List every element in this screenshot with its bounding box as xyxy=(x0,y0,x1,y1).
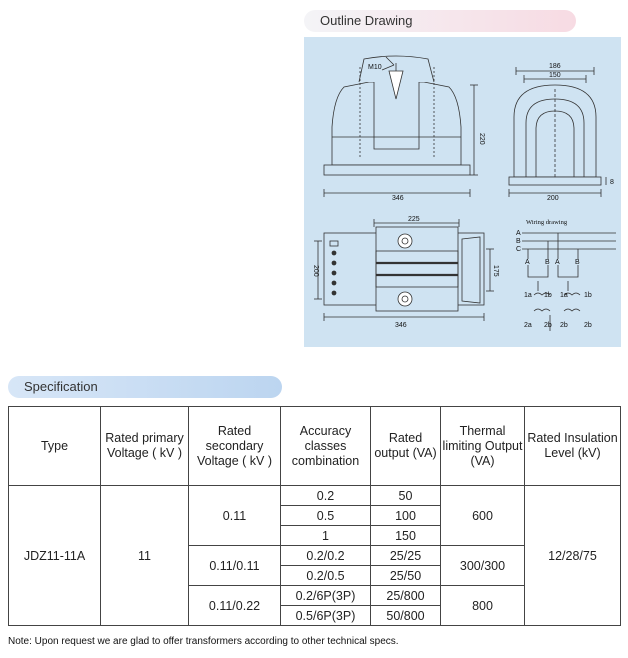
primary-voltage-cell: 11 xyxy=(100,485,189,626)
thermal-cell: 800 xyxy=(440,585,525,626)
table-row: 0.2/0.5 25/50 xyxy=(9,565,621,586)
output-cell: 25/25 xyxy=(370,545,441,566)
top-inner-depth-label: 175 xyxy=(492,265,499,277)
type-cell: JDZ11-11A xyxy=(8,485,101,626)
header-accuracy: Accuracy classes combination xyxy=(280,406,371,486)
output-cell: 150 xyxy=(370,525,441,546)
header-type: Type xyxy=(8,406,101,486)
secondary-voltage-cell: 0.11/0.22 xyxy=(188,585,281,626)
specification-table: Type Rated primary Voltage ( kV ) Rated … xyxy=(8,406,621,626)
output-cell: 25/50 xyxy=(370,565,441,586)
specification-heading: Specification xyxy=(8,376,282,398)
table-header-row: Type Rated primary Voltage ( kV ) Rated … xyxy=(8,406,621,486)
header-thermal: Thermal limiting Output (VA) xyxy=(440,406,525,486)
thermal-cell: 300/300 xyxy=(440,545,525,586)
wiring-secondary2-label: 2a xyxy=(524,322,532,329)
wiring-secondary1-label: 1b xyxy=(544,292,552,299)
output-cell: 50 xyxy=(370,485,441,506)
accuracy-cell: 0.2/0.5 xyxy=(280,565,371,586)
wiring-secondary1-label: 1a xyxy=(560,292,568,299)
accuracy-cell: 0.5 xyxy=(280,505,371,526)
table-row: JDZ11-11A 11 0.11 0.2 50 600 12/28/75 xyxy=(8,485,621,626)
wiring-secondary2-label: 2b xyxy=(560,322,568,329)
table-row: 0.11/0.22 0.2/6P(3P) 25/800 800 xyxy=(9,585,621,626)
wiring-phase-b: B xyxy=(516,238,521,245)
front-view-drawing xyxy=(323,55,478,197)
wiring-primary-label: A xyxy=(555,259,560,266)
top-width-label: 346 xyxy=(395,322,407,329)
output-cell: 50/800 xyxy=(370,605,441,626)
wiring-drawing-title: Wiring drawing xyxy=(526,219,568,226)
accuracy-cell: 0.2/6P(3P) xyxy=(280,585,371,606)
top-view-drawing xyxy=(314,219,494,321)
header-secondary-voltage: Rated secondary Voltage ( kV ) xyxy=(188,406,281,486)
accuracy-cell: 1 xyxy=(280,525,371,546)
side-outer-width-label: 186 xyxy=(549,63,561,70)
wiring-primary-label: B xyxy=(575,259,580,266)
footnote: Note: Upon request we are glad to offer … xyxy=(8,636,399,647)
insulation-cell: 12/28/75 xyxy=(524,485,621,626)
side-inner-width-label: 150 xyxy=(549,72,561,79)
side-foot-label: 8 xyxy=(610,179,614,186)
front-bolt-label: M10 xyxy=(368,64,382,71)
table-row: 0.11/0.11 0.2/0.2 25/25 300/300 xyxy=(9,545,621,586)
side-base-label: 200 xyxy=(547,195,559,202)
secondary-voltage-cell: 0.11 xyxy=(188,485,281,546)
accuracy-cell: 0.2 xyxy=(280,485,371,506)
wiring-secondary1-label: 1b xyxy=(584,292,592,299)
accuracy-cell: 0.5/6P(3P) xyxy=(280,605,371,626)
outline-drawing-heading: Outline Drawing xyxy=(304,10,576,32)
output-cell: 25/800 xyxy=(370,585,441,606)
front-height-label: 220 xyxy=(478,133,485,145)
accuracy-cell: 0.2/0.2 xyxy=(280,545,371,566)
wiring-primary-label: B xyxy=(545,259,550,266)
front-width-label: 346 xyxy=(392,195,404,202)
wiring-phase-c: C xyxy=(516,246,521,253)
header-insulation: Rated Insulation Level (kV) xyxy=(524,406,621,486)
top-outer-depth-label: 200 xyxy=(312,265,319,277)
side-view-drawing xyxy=(508,67,607,197)
wiring-phase-a: A xyxy=(516,230,521,237)
table-row: 0.5/6P(3P) 50/800 xyxy=(9,605,621,626)
outline-drawing-panel: M10 220 346 186 150 200 8 xyxy=(304,37,621,347)
header-output: Rated output (VA) xyxy=(370,406,441,486)
secondary-voltage-cell: 0.11/0.11 xyxy=(188,545,281,586)
table-row: 1 150 xyxy=(9,525,621,546)
header-primary-voltage: Rated primary Voltage ( kV ) xyxy=(100,406,189,486)
wiring-primary-label: A xyxy=(525,259,530,266)
wiring-secondary1-label: 1a xyxy=(524,292,532,299)
wiring-secondary2-label: 2b xyxy=(544,322,552,329)
top-span-label: 225 xyxy=(408,216,420,223)
output-cell: 100 xyxy=(370,505,441,526)
wiring-secondary2-label: 2b xyxy=(584,322,592,329)
thermal-cell: 600 xyxy=(440,485,525,546)
wiring-diagram xyxy=(522,232,616,331)
